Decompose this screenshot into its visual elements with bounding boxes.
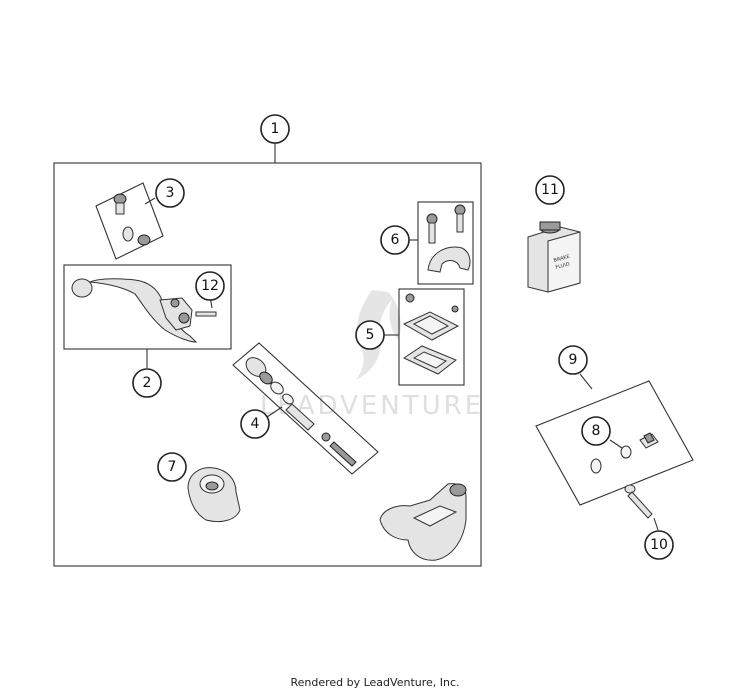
svg-text:11: 11 xyxy=(541,182,559,198)
svg-text:12: 12 xyxy=(201,278,219,294)
callout-2: 2 xyxy=(132,368,162,398)
svg-text:10: 10 xyxy=(650,537,668,553)
svg-text:7: 7 xyxy=(168,459,177,475)
callout-11: 11 xyxy=(535,175,565,205)
subframe-6 xyxy=(417,201,474,285)
svg-text:3: 3 xyxy=(166,185,175,201)
svg-text:9: 9 xyxy=(569,352,578,368)
subframe-4 xyxy=(232,342,379,475)
svg-text:4: 4 xyxy=(251,416,260,432)
bolt-part xyxy=(113,193,151,246)
kit-frame xyxy=(53,162,482,567)
callout-5: 5 xyxy=(355,320,385,350)
banjo-bolt-part xyxy=(624,484,659,531)
callout-10: 10 xyxy=(644,530,674,560)
piston-kit-part xyxy=(245,357,357,467)
callout-1: 1 xyxy=(260,114,290,144)
brake-lever-part xyxy=(71,278,217,343)
banjo-fitting-part xyxy=(590,432,659,474)
subframe-3 xyxy=(95,182,164,260)
svg-text:5: 5 xyxy=(366,327,375,343)
clamp-part xyxy=(426,204,471,273)
svg-text:8: 8 xyxy=(592,423,601,439)
brake-fluid-can-part: BRAKE FLUID xyxy=(527,221,581,293)
callout-4: 4 xyxy=(240,409,270,439)
footer-credit: Rendered by LeadVenture, Inc. xyxy=(290,676,460,689)
master-cylinder-part xyxy=(379,483,467,561)
leader-4 xyxy=(266,406,283,418)
callout-6: 6 xyxy=(380,225,410,255)
leader-3 xyxy=(144,197,156,205)
leader-8 xyxy=(609,439,623,449)
svg-text:2: 2 xyxy=(143,375,152,391)
leader-9 xyxy=(579,373,593,390)
callout-9: 9 xyxy=(558,345,588,375)
subframe-5 xyxy=(398,288,465,386)
master-cylinder-half-part xyxy=(187,467,241,523)
fluid-label-line-2: FLUID xyxy=(555,261,571,271)
subframe-9 xyxy=(535,380,694,506)
callout-3: 3 xyxy=(155,178,185,208)
callout-7: 7 xyxy=(157,452,187,482)
svg-text:6: 6 xyxy=(391,232,400,248)
callout-12: 12 xyxy=(195,271,225,301)
reservoir-cover-part xyxy=(402,293,460,375)
svg-text:1: 1 xyxy=(271,121,280,137)
callout-8: 8 xyxy=(581,416,611,446)
fluid-label-line-1: BRAKE xyxy=(553,254,571,264)
